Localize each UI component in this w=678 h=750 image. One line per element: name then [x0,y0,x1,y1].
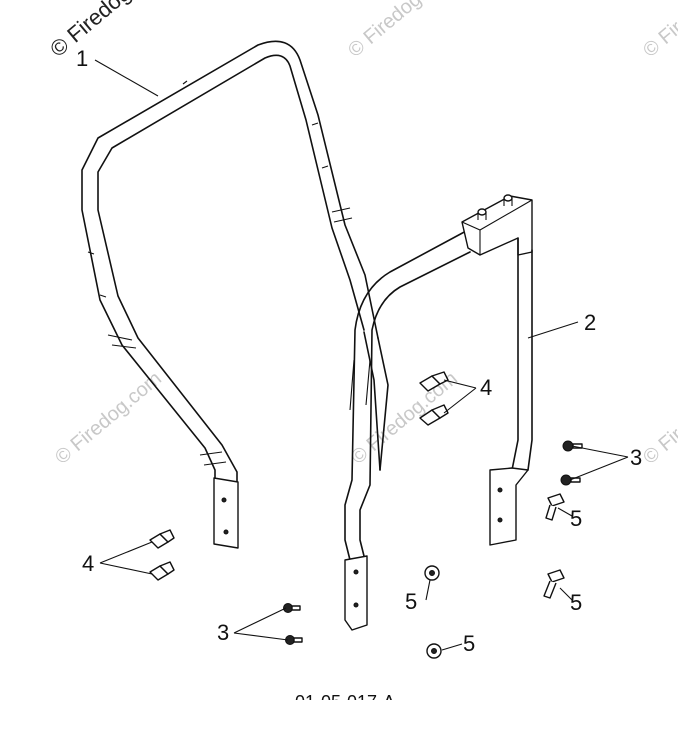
watermark-mid-left: © Firedog.com [51,367,166,468]
callout-labels: 1 2 4 3 5 5 4 3 5 5 [76,46,642,656]
callout-stud-left: 4 [82,551,94,576]
watermark-top-left: © Firedog [45,0,135,62]
watermark-layer: © Firedog © Firedog.com © Firedog © Fire… [45,0,678,469]
leader-lines [94,59,629,651]
screw-left-upper [283,603,301,613]
bolt-upper-right [545,493,565,521]
callout-frame-right: 2 [584,310,596,335]
nut-center [424,565,440,581]
frame-left-part [81,40,389,549]
callout-screw-left: 3 [217,620,229,645]
bolt-lower-right [543,569,565,599]
code-crop-mask [280,700,440,720]
stud-center-upper [419,371,449,392]
callout-bolt-lower-right: 5 [570,590,582,615]
stud-left-upper [149,529,175,549]
watermark-mid-center: © Firedog.com [347,367,462,468]
callout-screw-right: 3 [630,445,642,470]
stud-center-lower [419,404,449,426]
callout-stud-center: 4 [480,375,492,400]
watermark-top-right: © Firedog [639,0,678,62]
nut-bottom [426,643,442,659]
callout-nut-bottom: 5 [463,631,475,656]
watermark-top-center: © Firedog.com [344,0,459,62]
callout-bolt-upper-right: 5 [570,506,582,531]
callout-nut-center: 5 [405,589,417,614]
watermark-mid-right: © Firedog [639,395,678,468]
callout-frame-left: 1 [76,46,88,71]
frame-right-part [344,194,533,631]
stud-left-lower [149,561,175,581]
screw-right-lower [560,474,581,486]
